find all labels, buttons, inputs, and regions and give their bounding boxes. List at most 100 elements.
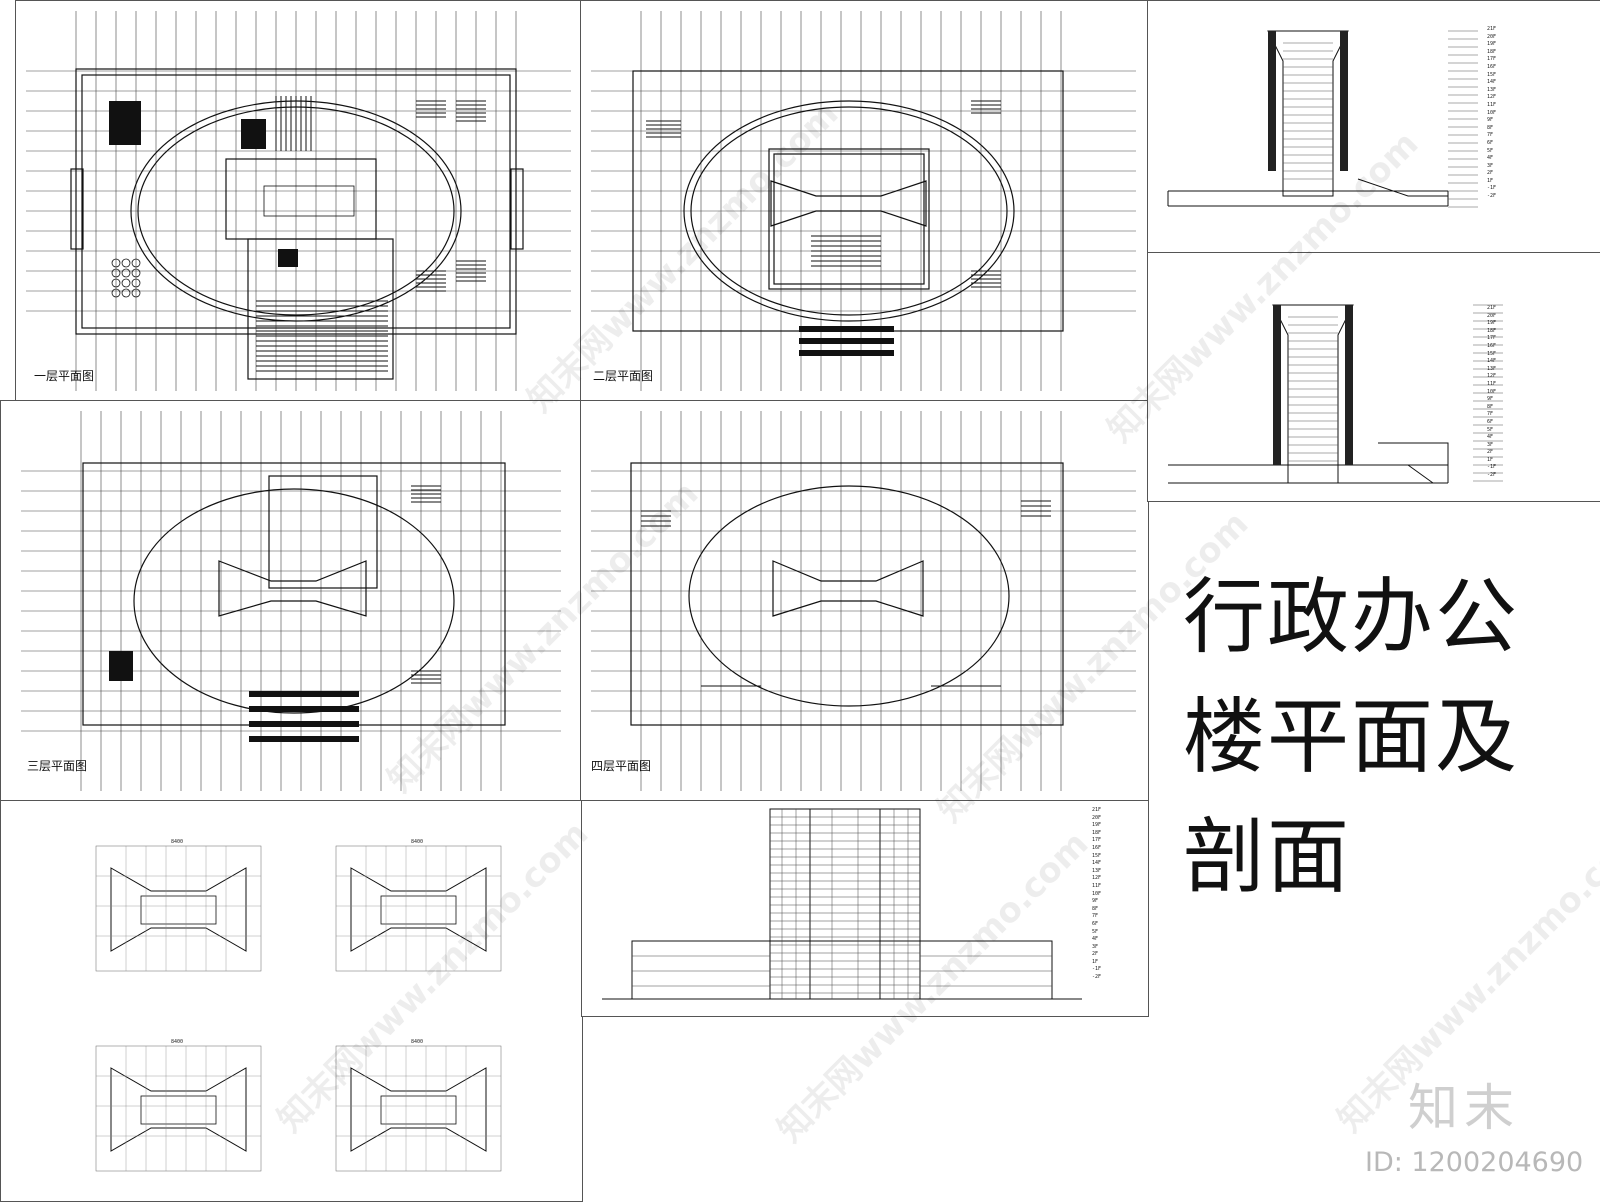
floor-level-label: 18F: [1487, 48, 1497, 55]
image-id: ID: 1200204690: [1365, 1147, 1584, 1178]
floor4-plan-drawing: [591, 411, 1136, 791]
floor-level-label: 2F: [1487, 449, 1494, 456]
floor4-plan-panel: 四层平面图: [580, 400, 1149, 802]
floor-level-label: 11F: [1487, 380, 1497, 387]
floor-level-label: -2F: [1487, 472, 1497, 479]
floor-level-label: 9F: [1092, 898, 1099, 905]
floor-level-label: 3F: [1092, 943, 1099, 950]
floor-level-label: 17F: [1487, 56, 1497, 63]
floor2-plan-drawing: [591, 11, 1136, 391]
floor-level-label: 13F: [1487, 86, 1497, 93]
floor-level-label: 21F: [1487, 26, 1497, 32]
floor-level-label: 15F: [1092, 852, 1102, 859]
floor-level-label: -1F: [1487, 185, 1497, 192]
title-line-3: 剖面: [1183, 810, 1352, 905]
floor1-plan-panel: 一层平面图: [15, 0, 583, 402]
tower-plans-panel: 8400 8400 8400 8400: [0, 800, 583, 1202]
floor-level-label: 8F: [1487, 403, 1494, 410]
floor-level-label: 2F: [1092, 951, 1099, 958]
floor-level-label: 7F: [1487, 132, 1494, 139]
brand-logo: 知末: [1408, 1079, 1520, 1137]
section-main-panel: [581, 800, 1149, 1017]
drawing-title: 行政办公 楼平面及 剖面: [1183, 558, 1593, 918]
floor3-plan-label: 三层平面图: [27, 759, 88, 773]
floor-level-label: 5F: [1487, 426, 1494, 433]
floor-level-label: 16F: [1487, 63, 1497, 70]
section-a-panel: [1147, 0, 1600, 255]
floor-level-label: 2F: [1487, 170, 1494, 177]
floor1-plan-drawing: [26, 11, 571, 391]
floor-level-label: 10F: [1487, 109, 1497, 116]
floor-level-label: 1F: [1092, 958, 1099, 965]
floor-level-label: 21F: [1487, 305, 1497, 311]
floor-level-label: 17F: [1487, 335, 1497, 342]
floor-level-label: 3F: [1487, 441, 1494, 448]
floor-level-label: 12F: [1092, 875, 1102, 882]
floor-level-label: 20F: [1487, 312, 1497, 319]
floor-level-label: 13F: [1487, 365, 1497, 372]
floor-level-label: 15F: [1487, 71, 1497, 78]
title-line-1: 行政办公: [1183, 570, 1520, 665]
dim-top-3: 8400: [171, 1039, 183, 1045]
floor-level-label: -1F: [1487, 464, 1497, 471]
floor-level-label: 8F: [1092, 905, 1099, 912]
floor-level-label: 12F: [1487, 94, 1497, 101]
section-b-drawing: [1168, 304, 1503, 484]
floor-level-label: 19F: [1487, 320, 1497, 327]
floor-level-label: 7F: [1487, 411, 1494, 418]
floor-level-label: 11F: [1092, 882, 1102, 889]
floor-level-label: 5F: [1092, 928, 1099, 935]
section-a-drawing: [1167, 30, 1478, 208]
floor-level-label: 11F: [1487, 101, 1497, 108]
floor-level-label: 20F: [1487, 33, 1497, 40]
dim-top-4: 8400: [411, 1039, 423, 1045]
floor-level-label: -1F: [1092, 966, 1102, 973]
floor-level-label: 15F: [1487, 350, 1497, 357]
floor-level-label: 16F: [1487, 342, 1497, 349]
title-line-2: 楼平面及: [1183, 690, 1520, 785]
floor-level-label: 3F: [1487, 162, 1494, 169]
floor2-plan-label: 二层平面图: [593, 369, 654, 383]
floor2-plan-panel: 二层平面图: [580, 0, 1149, 402]
floor-level-label: 4F: [1487, 155, 1494, 162]
floor-level-label: 1F: [1487, 177, 1494, 184]
floor-level-label: -2F: [1487, 193, 1497, 200]
floor-level-label: 19F: [1092, 822, 1102, 829]
floor-level-label: 4F: [1092, 936, 1099, 943]
floor-level-label: 1F: [1487, 456, 1494, 463]
floor-level-label: 17F: [1092, 837, 1102, 844]
floor-level-label: 6F: [1092, 920, 1099, 927]
floor-level-label: 18F: [1487, 327, 1497, 334]
floor-level-label: 10F: [1092, 890, 1102, 897]
floor-level-label: 18F: [1092, 829, 1102, 836]
floor3-plan-panel: 三层平面图: [0, 400, 583, 802]
floor3-plan-drawing: [21, 411, 561, 791]
floor-level-label: 9F: [1487, 117, 1494, 124]
floor-level-label: 14F: [1487, 79, 1497, 86]
floor-level-label: 12F: [1487, 373, 1497, 380]
dim-top-1: 8400: [171, 839, 183, 845]
section-main-drawing: [602, 808, 1082, 1000]
floor-level-label: 13F: [1092, 867, 1102, 874]
floor-level-label: 6F: [1487, 139, 1494, 146]
floor-level-label: 20F: [1092, 814, 1102, 821]
dim-top-2: 8400: [411, 839, 423, 845]
tower-plans-drawing: 8400 8400 8400 8400: [95, 839, 502, 1172]
floor-level-label: 14F: [1092, 860, 1102, 867]
floor-level-label: 5F: [1487, 147, 1494, 154]
floor-level-label: 14F: [1487, 358, 1497, 365]
floor1-plan-label: 一层平面图: [34, 369, 95, 383]
floor-level-label: 16F: [1092, 844, 1102, 851]
floor-level-label: 10F: [1487, 388, 1497, 395]
floor-level-label: 21F: [1092, 807, 1102, 813]
floor-level-label: 8F: [1487, 124, 1494, 131]
floor4-plan-label: 四层平面图: [591, 759, 652, 773]
floor-level-label: -2F: [1092, 974, 1102, 981]
floor-level-label: 19F: [1487, 41, 1497, 48]
floor-level-label: 4F: [1487, 434, 1494, 441]
floor-level-label: 9F: [1487, 396, 1494, 403]
section-b-panel: [1147, 252, 1600, 502]
